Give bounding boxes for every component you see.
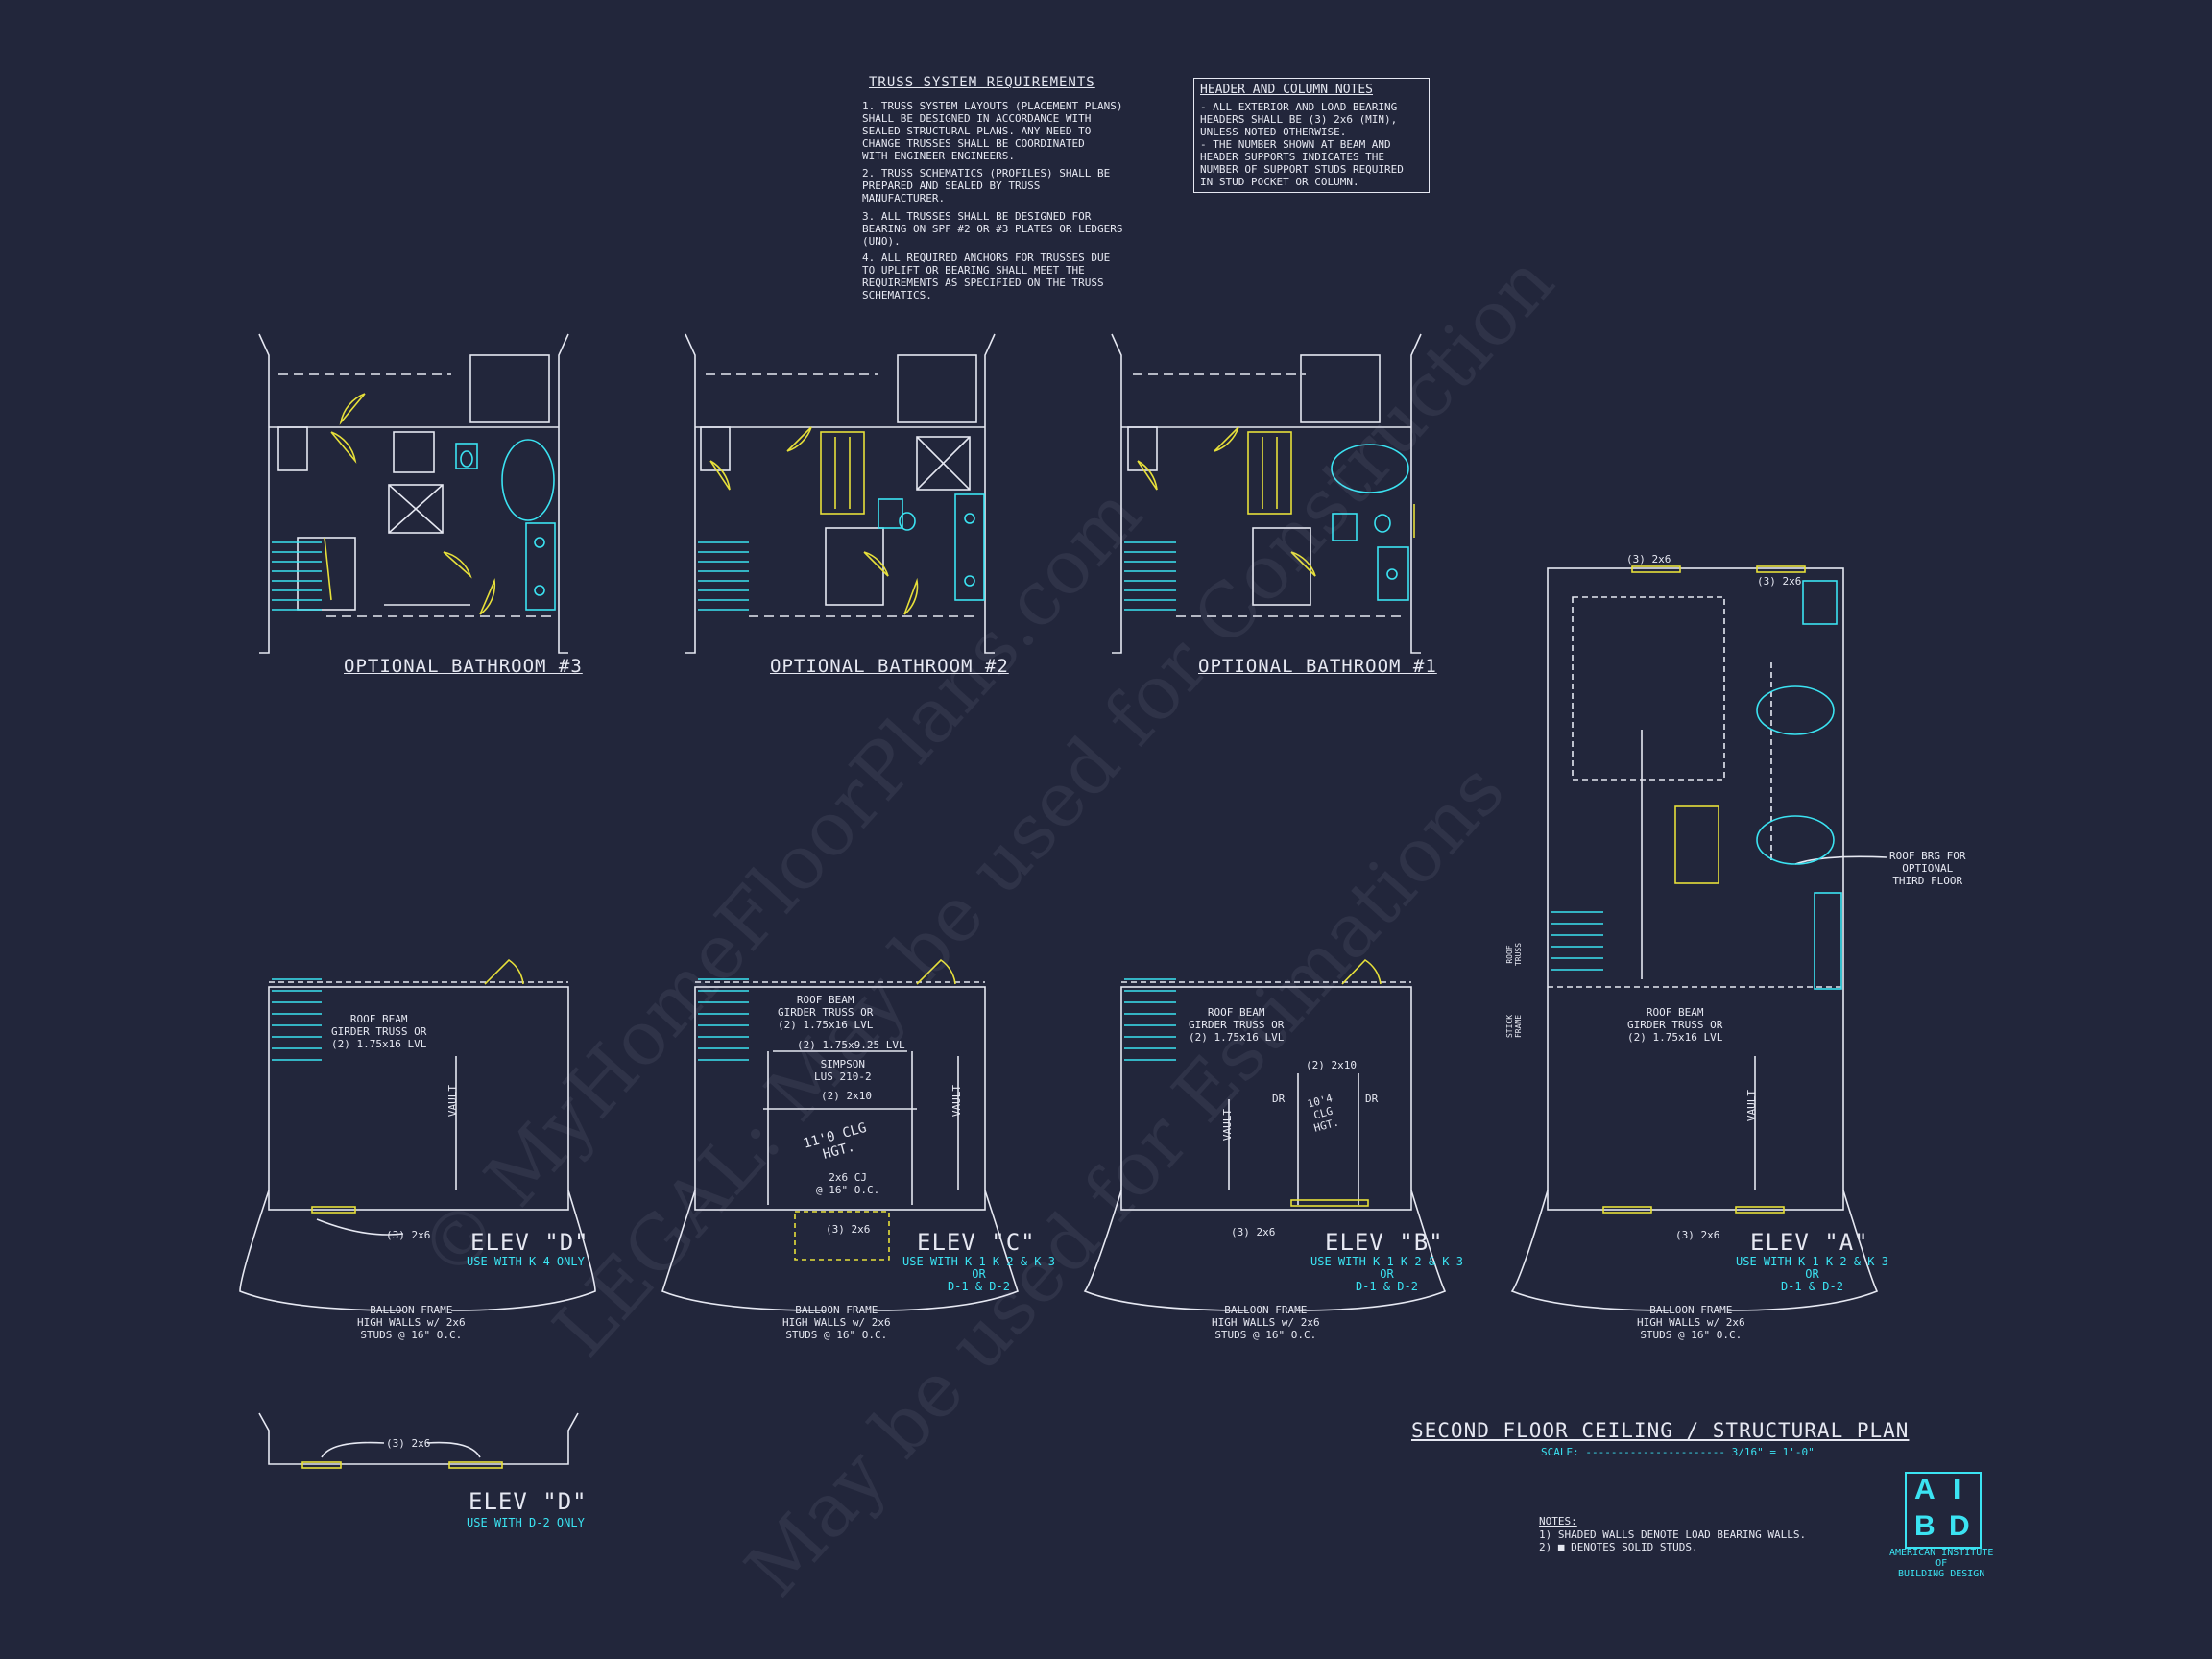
- elev-b-header: (3) 2x6: [1231, 1226, 1276, 1238]
- note-2: 2) ■ DENOTES SOLID STUDS.: [1539, 1541, 1698, 1553]
- elev-d2-header: (3) 2x6: [386, 1437, 431, 1450]
- elev-a-bath-header: (3) 2x6: [1757, 575, 1802, 588]
- elev-a-balloon-frame: BALLOON FRAME HIGH WALLS w/ 2x6 STUDS @ …: [1637, 1304, 1745, 1341]
- stairs: [272, 911, 1603, 1061]
- elev-c-vault: VAULT: [950, 1084, 964, 1118]
- bathroom-1-plan: [1111, 333, 1422, 654]
- elev-d-plan: [239, 981, 596, 1311]
- note-1: 1) SHADED WALLS DENOTE LOAD BEARING WALL…: [1539, 1528, 1807, 1541]
- truss-note-4: 4. ALL REQUIRED ANCHORS FOR TRUSSES DUE …: [862, 252, 1111, 301]
- logo-letter-i: I: [1953, 1474, 1961, 1505]
- elev-a-roof-brg: ROOF BRG FOR OPTIONAL THIRD FLOOR: [1889, 850, 1966, 887]
- elev-c-use: USE WITH K-1 K-2 & K-3 OR D-1 & D-2: [902, 1255, 1055, 1293]
- header-notes-box: HEADER AND COLUMN NOTES - ALL EXTERIOR A…: [1193, 78, 1430, 193]
- elevation-doors: [311, 565, 1806, 1214]
- bathroom-2-doors: [709, 426, 919, 615]
- elev-c-joist: (2) 2x10: [821, 1090, 872, 1102]
- elev-b-balloon-frame: BALLOON FRAME HIGH WALLS w/ 2x6 STUDS @ …: [1212, 1304, 1320, 1341]
- elev-a-stick-frame: STICK FRAME: [1505, 1014, 1524, 1039]
- logo-caption: AMERICAN INSTITUTE OF BUILDING DESIGN: [1889, 1548, 1994, 1579]
- elev-c-hdr: (3) 2x6: [826, 1223, 871, 1236]
- elev-d-label: ELEV "D": [470, 1229, 589, 1256]
- logo-letter-a: A: [1914, 1474, 1936, 1505]
- elev-c-simpson: SIMPSON LUS 210-2: [814, 1058, 872, 1083]
- bathroom-1-fixtures: [1124, 444, 1409, 611]
- bathroom-1-title: OPTIONAL BATHROOM #1: [1198, 656, 1437, 677]
- aibd-logo: A I B D: [1905, 1472, 1982, 1549]
- bathroom-2-fixtures: [698, 493, 985, 611]
- elev-b-roof-beam: ROOF BEAM GIRDER TRUSS OR (2) 1.75x16 LV…: [1189, 1006, 1285, 1044]
- elev-d2-label: ELEV "D": [469, 1488, 588, 1515]
- elev-d-roof-beam: ROOF BEAM GIRDER TRUSS OR (2) 1.75x16 LV…: [331, 1013, 427, 1050]
- elev-b-dr-left: DR: [1272, 1093, 1286, 1105]
- elev-d-vault: VAULT: [446, 1084, 460, 1118]
- elev-c-plan: [661, 981, 1019, 1311]
- elev-c-balloon-frame: BALLOON FRAME HIGH WALLS w/ 2x6 STUDS @ …: [782, 1304, 891, 1341]
- elev-a-label: ELEV "A": [1750, 1229, 1869, 1256]
- elev-d2-use: USE WITH D-2 ONLY: [467, 1516, 585, 1529]
- elev-b-vault: VAULT: [1221, 1108, 1235, 1142]
- bathroom-3-plan: [258, 333, 569, 654]
- header-notes-title: HEADER AND COLUMN NOTES: [1200, 83, 1374, 97]
- bathroom-3-title: OPTIONAL BATHROOM #3: [344, 656, 583, 677]
- plan-scale: SCALE: ---------------------- 3/16" = 1'…: [1541, 1446, 1815, 1458]
- truss-note-2: 2. TRUSS SCHEMATICS (PROFILES) SHALL BE …: [862, 167, 1111, 204]
- elev-b-dr-right: DR: [1365, 1093, 1379, 1105]
- elev-d-header: (3) 2x6: [386, 1229, 431, 1241]
- elev-b-use: USE WITH K-1 K-2 & K-3 OR D-1 & D-2: [1310, 1255, 1463, 1293]
- logo-letter-b: B: [1914, 1510, 1936, 1542]
- elev-b-label: ELEV "B": [1325, 1229, 1444, 1256]
- logo-letter-d: D: [1949, 1510, 1970, 1542]
- bathroom-2-title: OPTIONAL BATHROOM #2: [770, 656, 1009, 677]
- elev-c-lvl: (2) 1.75x9.25 LVL: [797, 1039, 905, 1051]
- truss-note-3: 3. ALL TRUSSES SHALL BE DESIGNED FOR BEA…: [862, 210, 1123, 248]
- elev-c-cj: 2x6 CJ @ 16" O.C.: [816, 1171, 880, 1196]
- bathroom-3-doors: [324, 393, 496, 615]
- bathroom-1-doors: [1137, 426, 1415, 577]
- elev-a-use: USE WITH K-1 K-2 & K-3 OR D-1 & D-2: [1736, 1255, 1888, 1293]
- elev-a-roof-truss: ROOF TRUSS: [1505, 942, 1524, 967]
- elev-a-top-header: (3) 2x6: [1626, 553, 1671, 565]
- elev-d-use: USE WITH K-4 ONLY: [467, 1255, 585, 1268]
- bathroom-3-fixtures: [272, 439, 556, 611]
- elev-a-vault: VAULT: [1745, 1089, 1759, 1122]
- elev-c-roof-beam: ROOF BEAM GIRDER TRUSS OR (2) 1.75x16 LV…: [778, 994, 874, 1031]
- elev-a-header: (3) 2x6: [1675, 1229, 1720, 1241]
- elev-b-plan: [1083, 981, 1447, 1311]
- elev-a-roof-beam: ROOF BEAM GIRDER TRUSS OR (2) 1.75x16 LV…: [1627, 1006, 1723, 1044]
- bathroom-2-plan: [685, 333, 996, 654]
- elev-b-joist: (2) 2x10: [1306, 1059, 1357, 1071]
- elev-c-label: ELEV "C": [917, 1229, 1036, 1256]
- notes-title: NOTES:: [1539, 1515, 1577, 1527]
- elev-d-balloon-frame: BALLOON FRAME HIGH WALLS w/ 2x6 STUDS @ …: [357, 1304, 466, 1341]
- header-notes-body: - ALL EXTERIOR AND LOAD BEARING HEADERS …: [1200, 101, 1404, 188]
- elev-a-fixtures: [1756, 580, 1842, 990]
- elev-a-plan: [1510, 567, 1887, 1311]
- elev-d2-plan: [258, 1412, 579, 1469]
- truss-notes-title: TRUSS SYSTEM REQUIREMENTS: [869, 75, 1095, 90]
- plan-title: SECOND FLOOR CEILING / STRUCTURAL PLAN: [1411, 1419, 1910, 1442]
- truss-note-1: 1. TRUSS SYSTEM LAYOUTS (PLACEMENT PLANS…: [862, 100, 1123, 162]
